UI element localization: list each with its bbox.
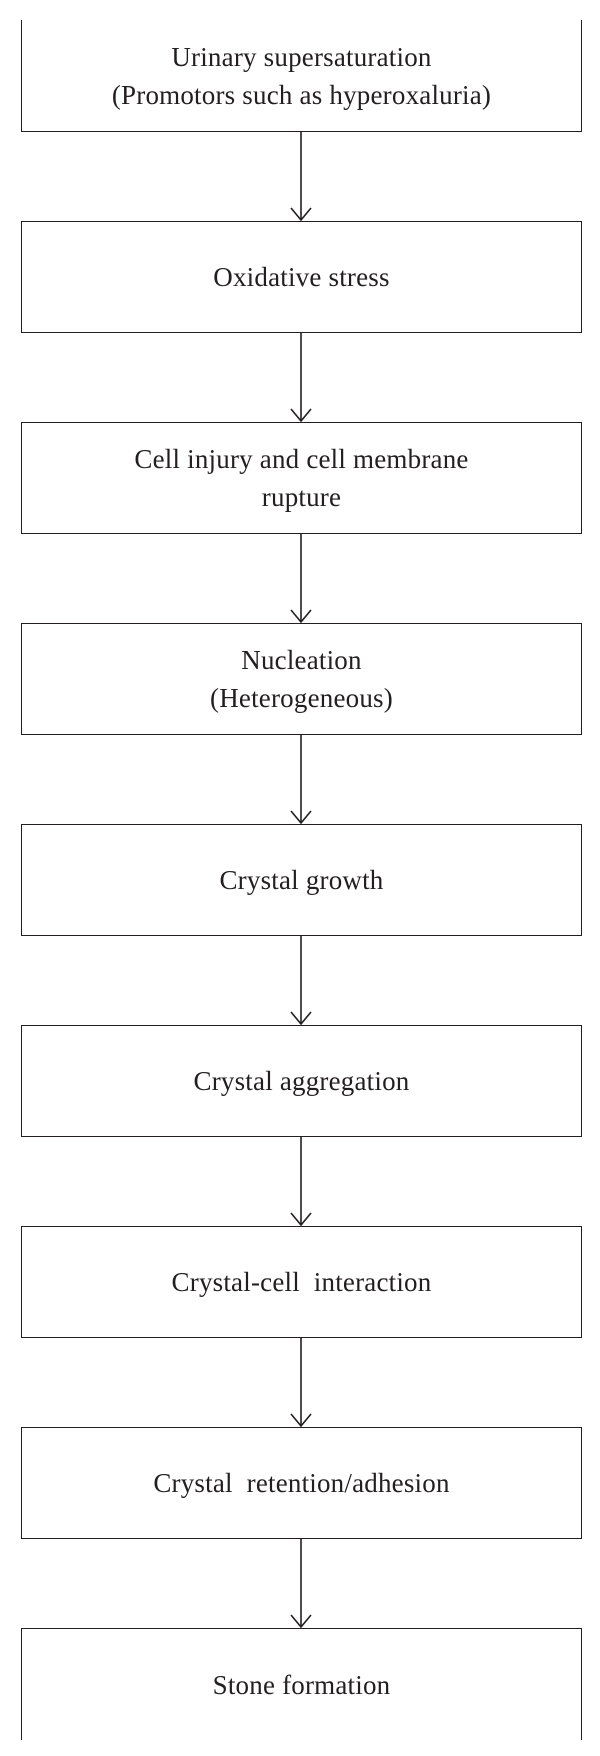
flow-arrow <box>290 1539 312 1629</box>
step-box-stone-formation: Stone formation <box>21 1628 582 1740</box>
step-label-line: (Heterogeneous) <box>210 683 393 713</box>
flow-arrow <box>290 1137 312 1227</box>
step-label-line: Crystal aggregation <box>193 1066 410 1096</box>
step-label-line: Urinary supersaturation <box>171 41 432 72</box>
step-label-crystal-growth: Crystal growth <box>219 861 383 899</box>
step-box-crystal-growth: Crystal growth <box>21 824 582 936</box>
step-label-line: Crystal growth <box>219 865 384 895</box>
step-label-crystal-cell-interaction: Crystal-cell interaction <box>172 1263 432 1301</box>
step-label-line: Crystal retention/adhesion <box>153 1468 450 1498</box>
step-label-line: (Promotors such as hyperoxaluria) <box>111 79 492 110</box>
step-label-line: Nucleation <box>241 645 362 675</box>
step-box-oxidative-stress: Oxidative stress <box>21 221 582 333</box>
step-label-crystal-retention: Crystal retention/adhesion <box>153 1464 449 1502</box>
step-label-line: Cell injury and cell membrane <box>134 444 469 474</box>
step-label-nucleation: Nucleation (Heterogeneous) <box>210 641 393 717</box>
step-label-crystal-aggregation: Crystal aggregation <box>194 1062 410 1100</box>
step-box-nucleation: Nucleation (Heterogeneous) <box>21 623 582 735</box>
flow-arrow <box>290 132 312 222</box>
step-label-urinary-supersaturation: Urinary supersaturation (Promotors such a… <box>112 38 491 114</box>
flow-arrow <box>290 735 312 825</box>
step-label-oxidative-stress: Oxidative stress <box>213 258 389 296</box>
step-box-crystal-cell-interaction: Crystal-cell interaction <box>21 1226 582 1338</box>
flow-arrow <box>290 534 312 624</box>
step-box-crystal-retention: Crystal retention/adhesion <box>21 1427 582 1539</box>
step-box-urinary-supersaturation: Urinary supersaturation (Promotors such a… <box>21 20 582 132</box>
step-box-cell-injury: Cell injury and cell membrane rupture <box>21 422 582 534</box>
step-label-line: Crystal-cell interaction <box>171 1267 432 1297</box>
flow-arrow <box>290 936 312 1026</box>
step-label-line: Stone formation <box>212 1669 391 1700</box>
flow-arrow <box>290 1338 312 1428</box>
step-label-cell-injury: Cell injury and cell membrane rupture <box>134 440 468 516</box>
flow-arrow <box>290 333 312 423</box>
step-box-crystal-aggregation: Crystal aggregation <box>21 1025 582 1137</box>
step-label-line: Oxidative stress <box>213 262 390 292</box>
step-label-stone-formation: Stone formation <box>213 1666 391 1704</box>
step-label-line: rupture <box>261 482 342 512</box>
